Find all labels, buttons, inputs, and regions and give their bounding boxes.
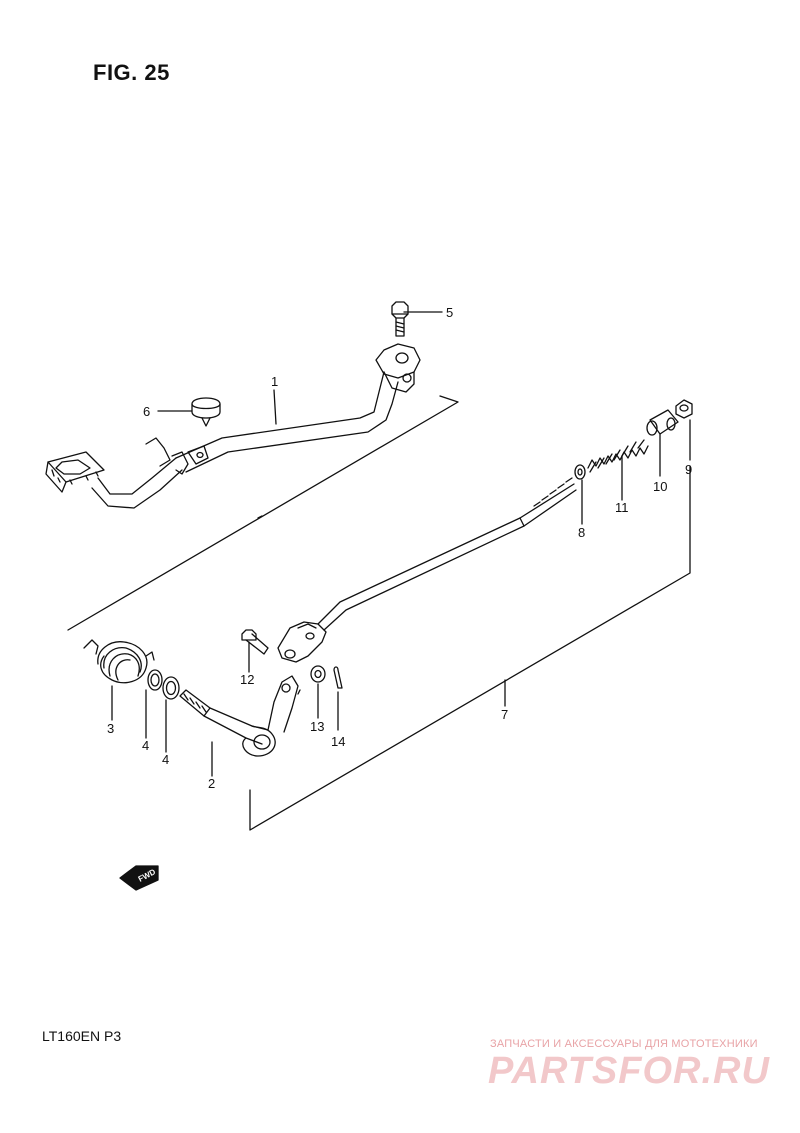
leader-1: [273, 389, 277, 425]
callout-14: 14: [331, 734, 345, 749]
washer-part-4b: [162, 676, 180, 700]
figure-title: FIG. 25: [93, 60, 170, 85]
callout-4b: 4: [162, 752, 169, 767]
spring-part-11: [587, 439, 649, 473]
brake-rod-part-7: [277, 477, 577, 663]
brake-pedal-part-1: [45, 343, 421, 509]
callout-10: 10: [653, 479, 667, 494]
callout-13: 13: [310, 719, 324, 734]
stopper-part-6: [191, 397, 221, 427]
callout-8: 8: [578, 525, 585, 540]
model-code: LT160EN P3: [42, 1028, 122, 1044]
bolt-part-5: [391, 301, 409, 337]
callout-2: 2: [208, 776, 215, 791]
assembly-frame-upper: [67, 395, 459, 631]
washer-part-8: [574, 464, 586, 480]
assembly-frame-lower: [249, 465, 691, 831]
callout-4a: 4: [142, 738, 149, 753]
brake-shaft-part-2: [179, 675, 301, 757]
fwd-arrow-icon: [119, 865, 159, 891]
nut-part-9: [675, 399, 693, 419]
washer-part-13: [310, 665, 326, 683]
cotter-pin-part-14: [333, 666, 343, 689]
callout-1: 1: [271, 374, 278, 389]
callout-5: 5: [446, 305, 453, 320]
assembly-frame-upper-dash: [257, 515, 263, 519]
watermark-tagline: ЗАПЧАСТИ И АКСЕССУАРЫ ДЛЯ МОТОТЕХНИКИ: [490, 1038, 758, 1050]
callout-7: 7: [501, 707, 508, 722]
callout-9: 9: [685, 462, 692, 477]
watermark-logo: PARTSFOR.RU: [488, 1050, 770, 1092]
washer-part-4a: [147, 669, 163, 691]
callout-12: 12: [240, 672, 254, 687]
callout-6: 6: [143, 404, 150, 419]
bolt-part-12: [241, 629, 269, 655]
callout-3: 3: [107, 721, 114, 736]
joint-part-10: [646, 409, 679, 436]
callout-11: 11: [615, 500, 629, 515]
return-spring-part-3: [83, 639, 155, 684]
